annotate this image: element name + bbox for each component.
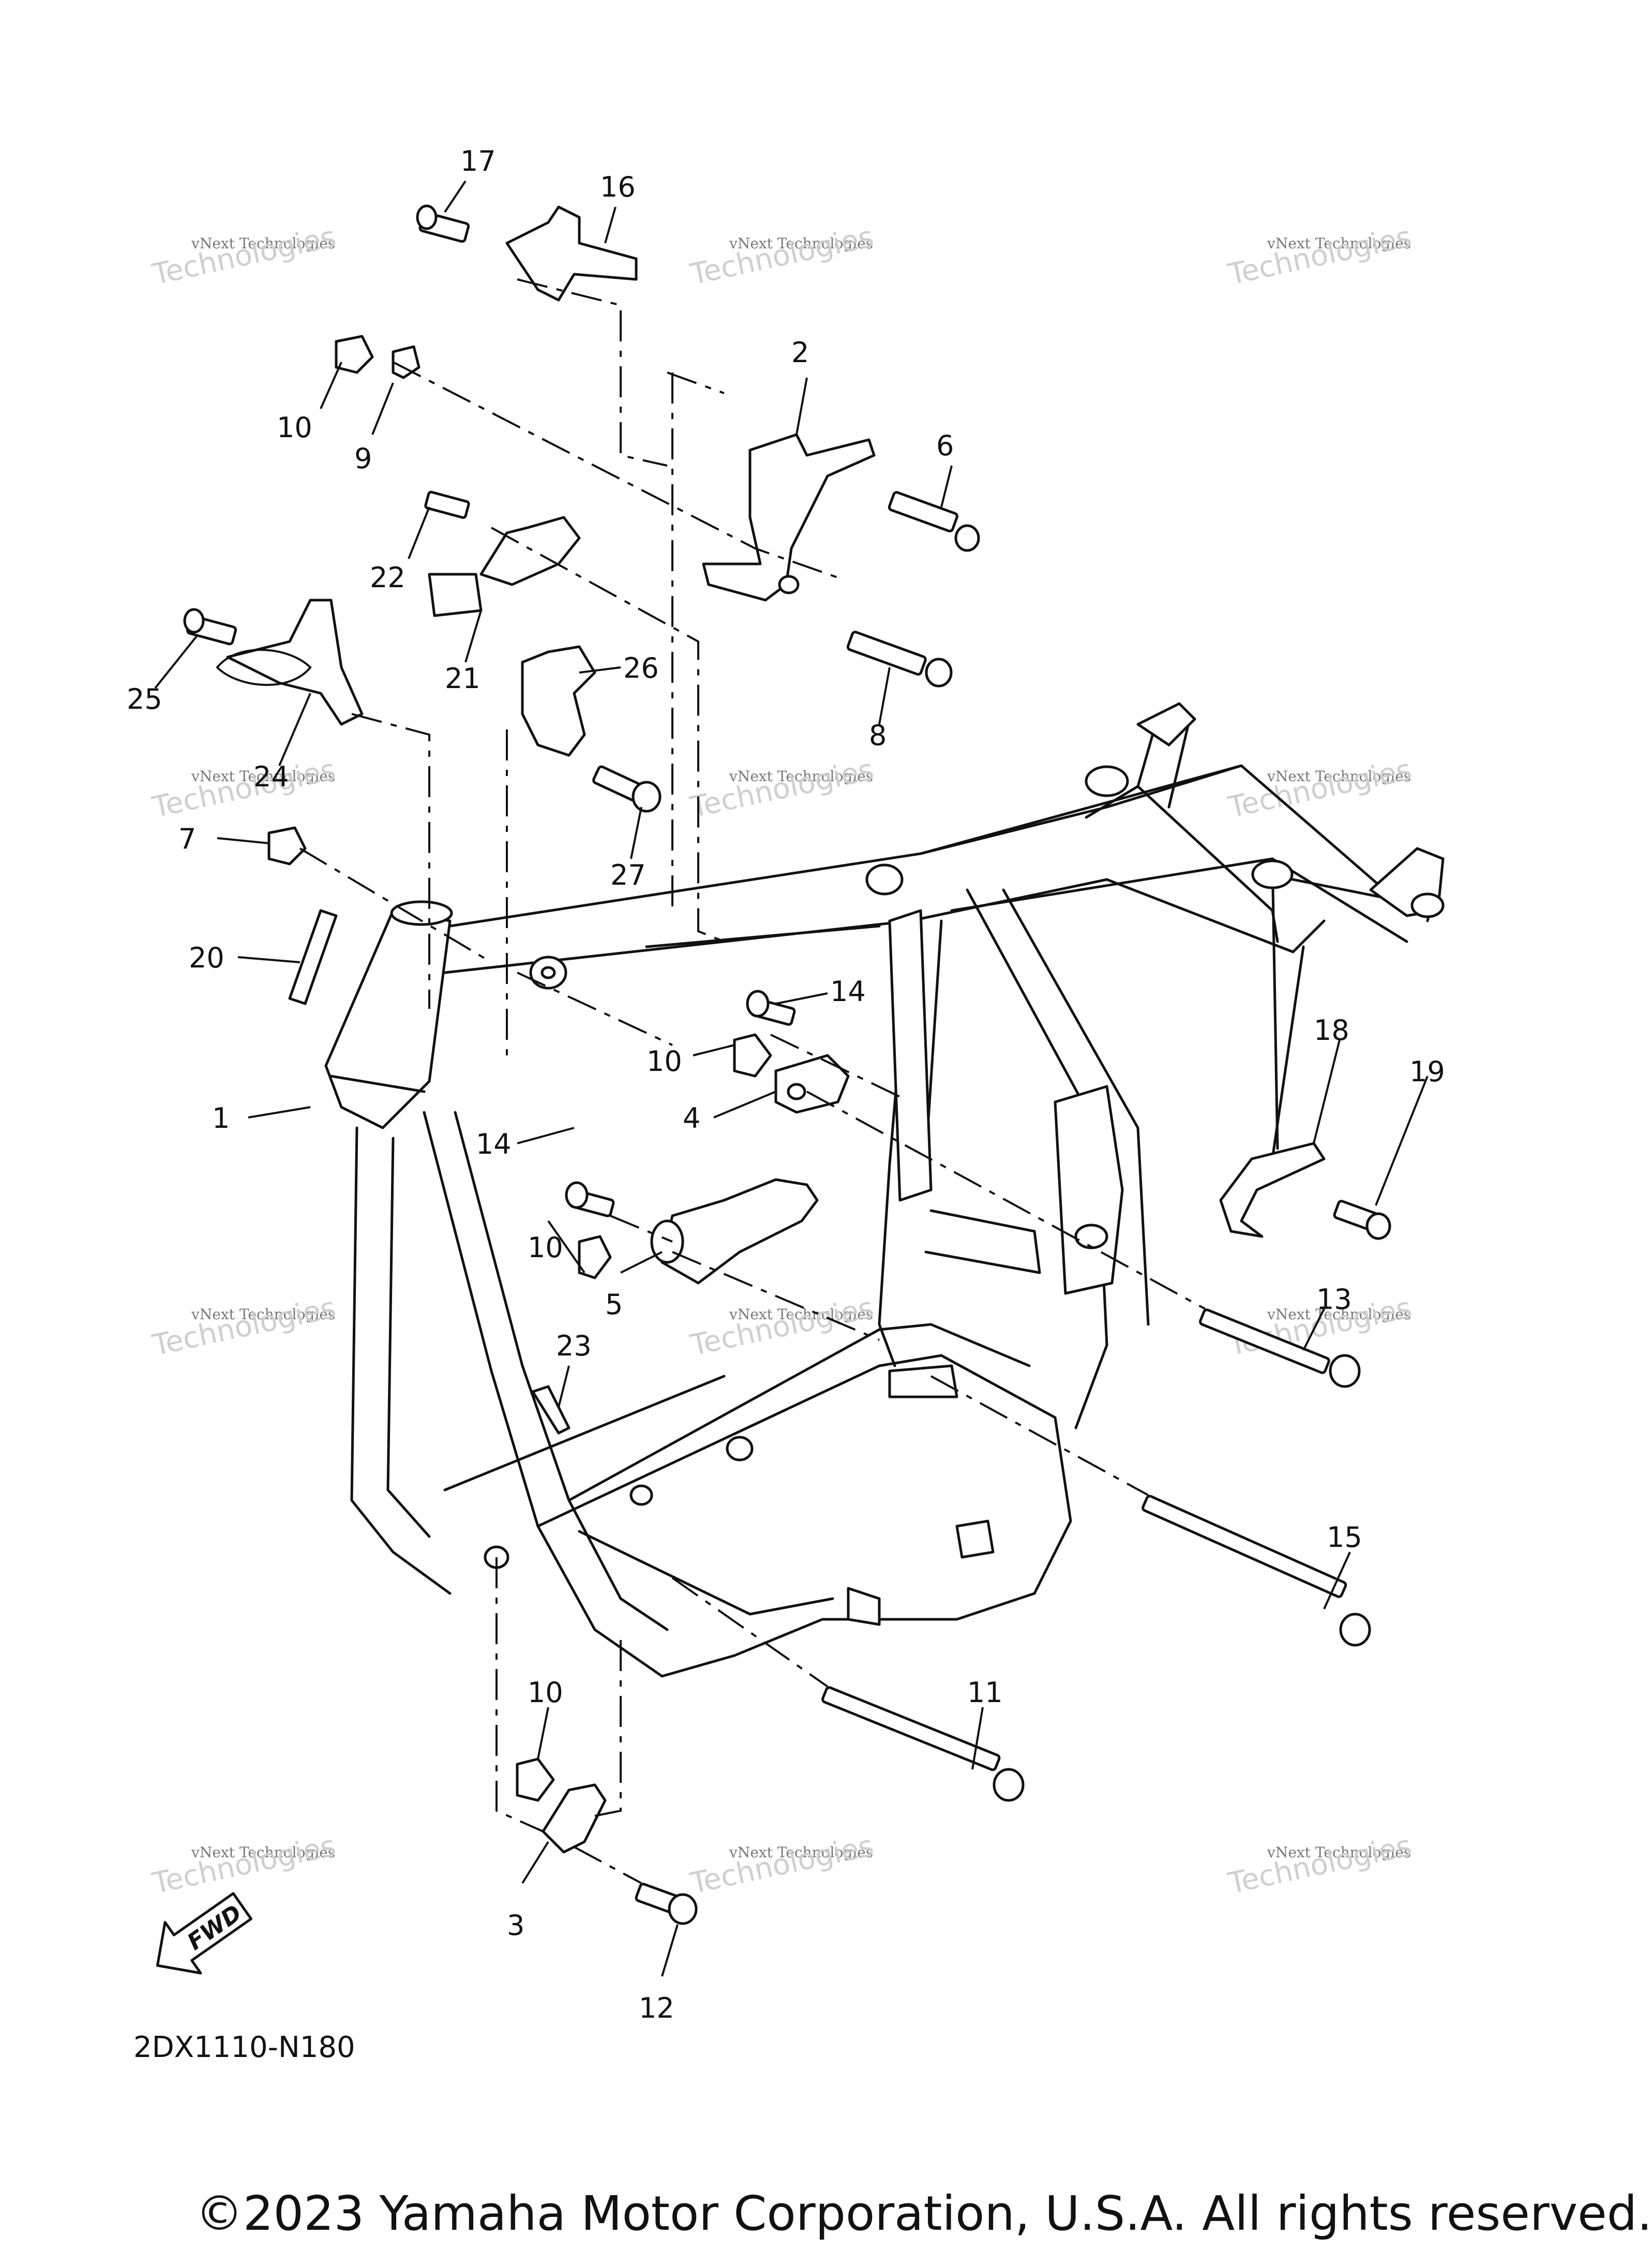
front-down-tube-left (350, 1126, 452, 1595)
watermark-text: Technologies (1225, 1829, 1414, 1901)
bolt-12 (635, 1883, 698, 1925)
plate-4 (774, 1054, 850, 1114)
callout-10: 10 (277, 411, 312, 444)
watermark-text: Technologies (1225, 753, 1414, 825)
watermark-text: vNext Technologies (191, 1306, 335, 1323)
callout-21: 21 (445, 662, 480, 695)
leader-lines (154, 180, 1429, 1977)
callout-1: 1 (212, 1102, 230, 1135)
assembly-lines (299, 278, 1206, 1884)
nut-7 (267, 826, 307, 866)
callout-10: 10 (647, 1045, 682, 1078)
bolt-25 (183, 608, 237, 646)
copyright-notice: ©2023 Yamaha Motor Corporation, U.S.A. A… (196, 2186, 1652, 2241)
callout-3: 3 (507, 1909, 524, 1942)
callout-13: 13 (1316, 1283, 1352, 1316)
bracket-2 (702, 433, 876, 602)
callout-24: 24 (253, 761, 289, 793)
callout-8: 8 (869, 719, 887, 752)
nut-10 (578, 1235, 612, 1279)
callout-17: 17 (460, 145, 496, 177)
nut-10 (335, 335, 374, 374)
callout-11: 11 (967, 1676, 1003, 1709)
strip-20 (288, 909, 338, 1005)
nut-10 (516, 1757, 555, 1802)
callout-26: 26 (623, 652, 659, 684)
steering-head (324, 909, 452, 1129)
bolt-17 (416, 204, 470, 243)
bolt-6 (888, 491, 980, 552)
watermark-text: Technologies (687, 753, 876, 825)
parts-diagram-page: vNext Technologies Technologies vNext Te… (127, 145, 1652, 2241)
watermark-text: Technologies (687, 220, 876, 292)
watermark-text: vNext Technologies (1267, 1306, 1411, 1323)
bracket-26 (521, 645, 596, 757)
watermark-text: Technologies (1225, 220, 1414, 292)
strip-23 (531, 1385, 570, 1435)
bolt-22 (424, 490, 470, 519)
bolt-14 (565, 1181, 615, 1217)
watermark-text: Technologies (149, 1291, 338, 1363)
callout-25: 25 (127, 683, 162, 715)
watermark-text: vNext Technologies (729, 235, 873, 252)
watermark-text: vNext Technologies (729, 768, 873, 785)
watermark-text: vNext Technologies (1267, 1844, 1411, 1861)
bolt-8 (846, 631, 953, 688)
callout-23: 23 (556, 1330, 592, 1362)
main-frame (324, 702, 1445, 1678)
watermark-text: Technologies (149, 753, 338, 825)
bolt-13 (1199, 1308, 1361, 1388)
callout-10: 10 (528, 1231, 563, 1264)
callout-6: 6 (936, 429, 954, 462)
watermark-text: Technologies (687, 1829, 876, 1901)
callout-10: 10 (528, 1676, 563, 1709)
diagram-code: 2DX1110-N180 (133, 2031, 355, 2064)
bolt-19 (1333, 1200, 1391, 1240)
callout-18: 18 (1314, 1014, 1349, 1047)
callout-9: 9 (354, 442, 372, 475)
watermark-text: Technologies (149, 220, 338, 292)
watermark-text: vNext Technologies (729, 1844, 873, 1861)
callouts: 17 16 10 9 2 6 22 21 8 25 24 26 7 27 20 … (127, 145, 1445, 2024)
bolt-27 (592, 765, 662, 813)
callout-2: 2 (791, 336, 809, 369)
watermark-text: Technologies (149, 1829, 338, 1901)
bracket-24 (226, 599, 364, 726)
bracket-3 (542, 1783, 607, 1854)
callout-22: 22 (370, 561, 406, 594)
bracket-16 (505, 205, 638, 302)
callout-27: 27 (610, 859, 646, 891)
callout-15: 15 (1327, 1521, 1362, 1554)
bolt-15 (1142, 1495, 1371, 1647)
callout-16: 16 (600, 171, 636, 203)
callout-20: 20 (189, 942, 224, 974)
nut-10 (733, 1033, 772, 1078)
callout-7: 7 (178, 823, 196, 855)
watermark-text: vNext Technologies (191, 1844, 335, 1861)
bolt-14 (746, 990, 796, 1026)
small-parts (183, 204, 1391, 1925)
frame-exploded-diagram: vNext Technologies Technologies vNext Te… (127, 145, 1445, 2024)
callout-14: 14 (830, 975, 866, 1008)
callout-12: 12 (639, 1992, 674, 2024)
callout-19: 19 (1409, 1055, 1445, 1088)
callout-4: 4 (683, 1102, 700, 1135)
callout-5: 5 (605, 1288, 623, 1321)
lower-cradle (536, 1354, 1072, 1621)
watermark-text: vNext Technologies (191, 768, 335, 785)
clip-18 (1219, 1142, 1326, 1238)
steering-head-top (390, 900, 453, 926)
watermark-text: vNext Technologies (1267, 768, 1411, 785)
watermark-text: vNext Technologies (729, 1306, 873, 1323)
callout-14: 14 (476, 1128, 512, 1160)
watermark-text: vNext Technologies (191, 235, 335, 252)
front-down-tube-right (423, 1111, 736, 1678)
upper-rear-tube (919, 764, 1398, 902)
bolt-11 (821, 1686, 1025, 1802)
watermark-text: vNext Technologies (1267, 235, 1411, 252)
mount-5 (660, 1178, 819, 1285)
clamp-21 (428, 573, 483, 617)
